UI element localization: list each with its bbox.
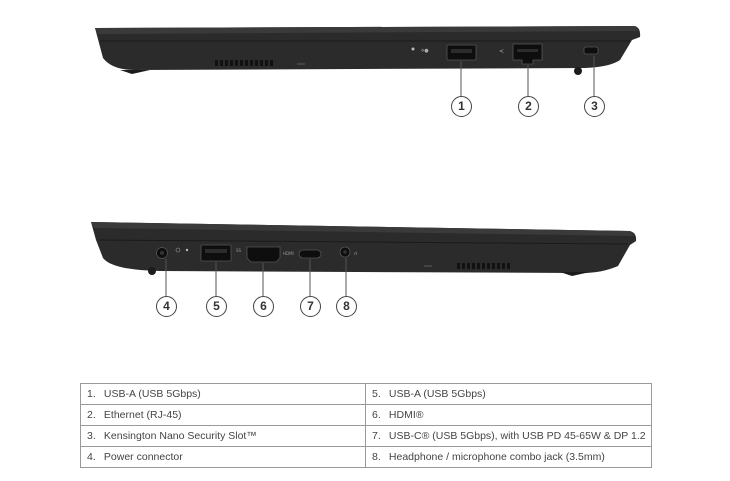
callout-3: 3 [584,96,605,117]
callout-8: 8 [336,296,357,317]
table-row: 3. Kensington Nano Security Slot™ 7. USB… [80,425,652,447]
item-label: Headphone / microphone combo jack (3.5mm… [388,451,605,463]
item-number: 1. [87,388,96,400]
table-row: 4. Power connector 8. Headphone / microp… [80,446,652,468]
callout-7: 7 [300,296,321,317]
vent-grille-top [215,60,273,66]
table-cell: 8. Headphone / microphone combo jack (3.… [365,446,652,468]
usb-a-mini-label: SS [236,248,242,253]
port-specs-table: 1. USB-A (USB 5Gbps) 5. USB-A (USB 5Gbps… [80,383,652,468]
table-cell: 3. Kensington Nano Security Slot™ [80,425,366,447]
usb-c-port [298,249,322,259]
svg-text:<: < [499,48,504,55]
ethernet-port [512,43,543,65]
item-label: USB-A (USB 5Gbps) [103,388,201,400]
item-number: 2. [87,409,96,421]
table-cell: 5. USB-A (USB 5Gbps) [365,383,652,405]
laptop-left-side-view: SS HDMI ∩ [91,222,637,297]
item-number: 5. [372,388,381,400]
audio-jack [339,246,351,258]
table-cell: 6. HDMI® [365,404,652,426]
callout-6: 6 [253,296,274,317]
power-connector [156,247,168,259]
item-number: 3. [87,430,96,442]
table-row: 1. USB-A (USB 5Gbps) 5. USB-A (USB 5Gbps… [80,383,652,405]
vent-grille-bottom [457,263,510,269]
item-label: HDMI® [388,409,424,421]
table-row: 2. Ethernet (RJ-45) 6. HDMI® [80,404,652,426]
item-number: 6. [372,409,381,421]
usb-a-port-1 [446,44,477,61]
callout-4: 4 [156,296,177,317]
laptop-side-views-diagram: ⟡● < [91,26,641,297]
item-number: 4. [87,451,96,463]
item-number: 7. [372,430,381,442]
item-number: 8. [372,451,381,463]
item-label: USB-A (USB 5Gbps) [388,388,486,400]
item-label: Ethernet (RJ-45) [103,409,182,421]
kensington-slot [583,46,599,55]
usb-a-port-5: SS [200,244,242,262]
svg-text:∩: ∩ [354,251,358,257]
callout-1: 1 [451,96,472,117]
table-cell: 1. USB-A (USB 5Gbps) [80,383,366,405]
callout-2: 2 [518,96,539,117]
hdmi-mini-label: HDMI [283,251,294,256]
item-label: Kensington Nano Security Slot™ [103,430,257,442]
svg-text:⟡●: ⟡● [421,48,429,54]
laptop-right-side-view: ⟡● < [95,26,641,97]
table-cell: 7. USB-C® (USB 5Gbps), with USB PD 45-65… [365,425,652,447]
table-cell: 4. Power connector [80,446,366,468]
callout-5: 5 [206,296,227,317]
table-cell: 2. Ethernet (RJ-45) [80,404,366,426]
item-label: Power connector [103,451,183,463]
item-label: USB-C® (USB 5Gbps), with USB PD 45-65W &… [388,430,646,442]
hdmi-port: HDMI [246,246,294,263]
